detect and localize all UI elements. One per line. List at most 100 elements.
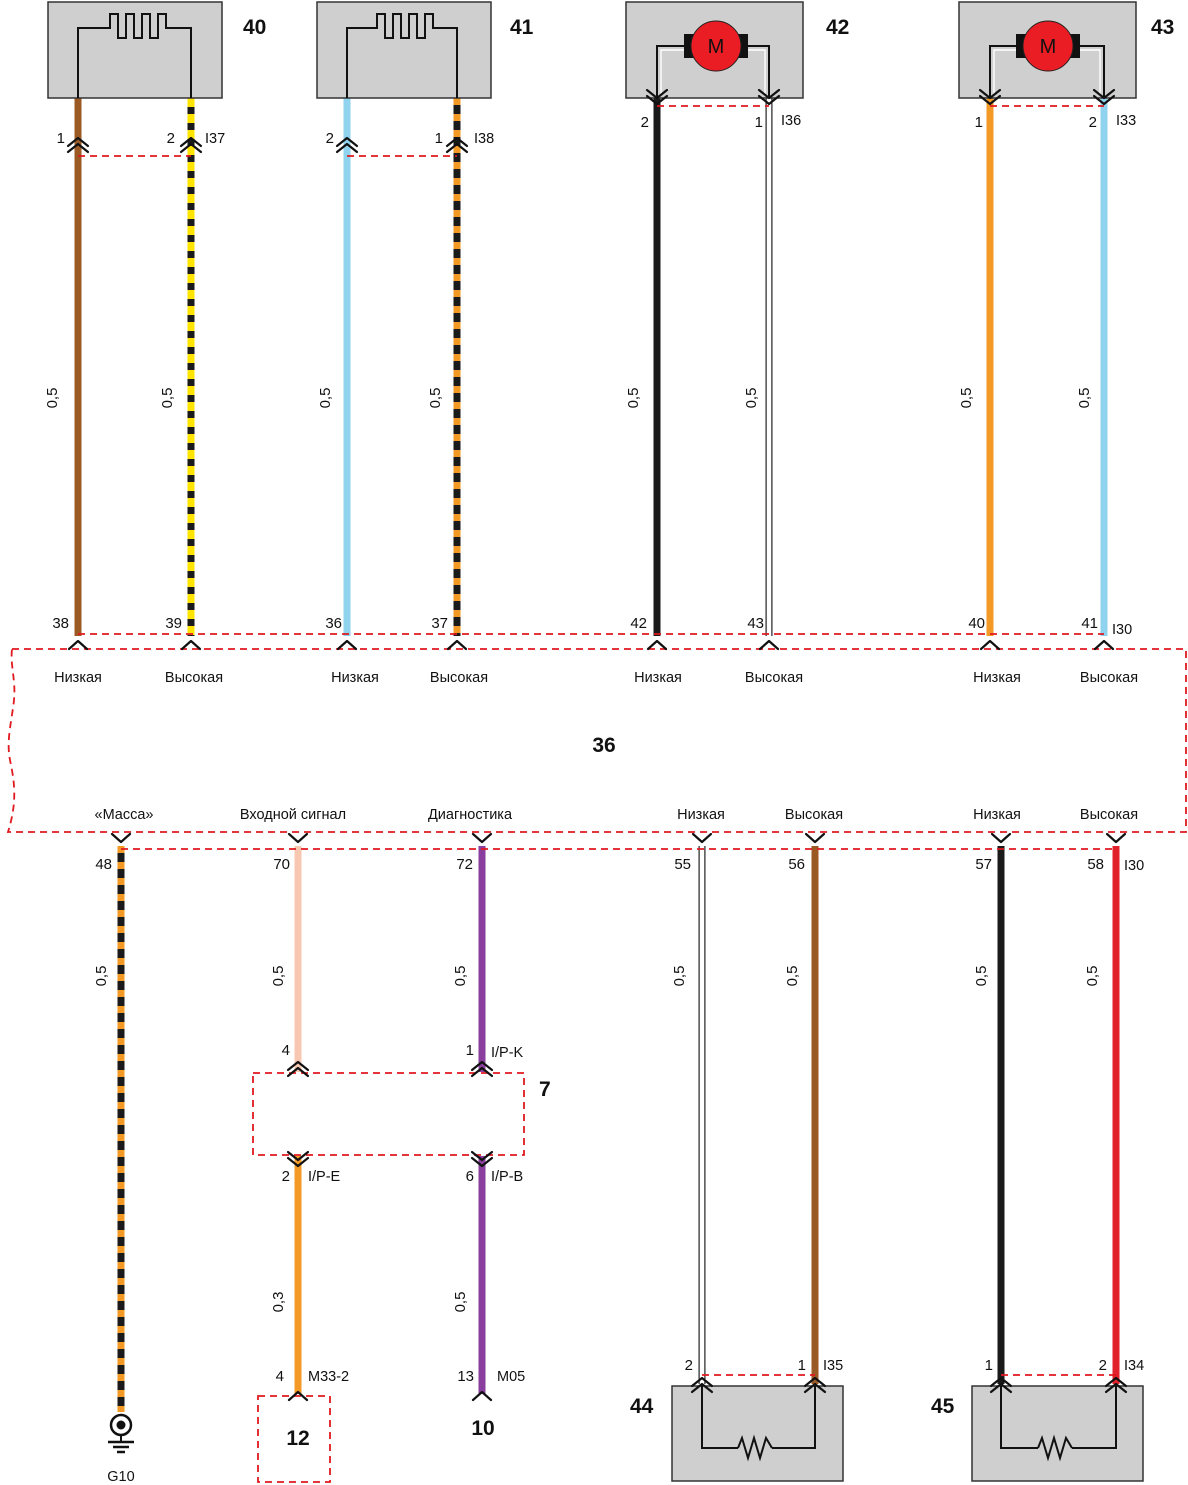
wire-gauge: 0,5 bbox=[973, 966, 990, 987]
wire-gauge: 0,5 bbox=[784, 966, 801, 987]
pin-36-39 bbox=[180, 639, 202, 651]
resistor-leads bbox=[1000, 1386, 1117, 1449]
pin-41-1 bbox=[445, 136, 469, 154]
pin-7-2 bbox=[286, 1150, 310, 1168]
pin-40-2 bbox=[179, 136, 203, 154]
pin-number: 55 bbox=[674, 856, 691, 873]
component-number-7: 7 bbox=[539, 1078, 551, 1101]
component-number-10: 10 bbox=[471, 1417, 494, 1440]
pin-36-48 bbox=[110, 832, 132, 844]
ground-terminal-core bbox=[116, 1420, 126, 1430]
pin-number: 6 bbox=[466, 1168, 474, 1185]
resistor-leads bbox=[701, 1386, 816, 1449]
pin-label-high: Высокая bbox=[165, 670, 223, 686]
resistor-icon bbox=[737, 1434, 773, 1462]
wire-gauge: 0,5 bbox=[427, 388, 444, 409]
component-number-42: 42 bbox=[826, 16, 849, 39]
component-44-box bbox=[671, 1385, 844, 1482]
pin-42-2 bbox=[645, 88, 669, 106]
pin-number: 2 bbox=[641, 114, 649, 131]
heater-icon bbox=[77, 13, 192, 98]
component-44 bbox=[671, 1385, 844, 1482]
pin-label-diagnostics: Диагностика bbox=[428, 807, 513, 823]
pin-7-4 bbox=[286, 1060, 310, 1078]
wire-gauge: 0,5 bbox=[270, 966, 287, 987]
pin-number: 57 bbox=[975, 856, 992, 873]
component-numbers: 40 41 42 43 36 7 12 10 44 45 bbox=[243, 16, 1174, 1450]
pin-number: 1 bbox=[57, 130, 65, 147]
component-41-box bbox=[316, 1, 492, 99]
module-36-outline bbox=[6, 648, 1187, 833]
pin-label-ground: «Масса» bbox=[95, 807, 154, 823]
motor-icon bbox=[690, 20, 742, 72]
connector-code-i36: I36 bbox=[781, 113, 801, 129]
motor-icon bbox=[1022, 20, 1074, 72]
wire-gauge: 0,5 bbox=[743, 388, 760, 409]
pin-number: 1 bbox=[466, 1042, 474, 1059]
module-36-labels: Низкая Высокая Низкая Высокая Низкая Выс… bbox=[54, 670, 1138, 823]
ground-g10: G10 bbox=[107, 1413, 135, 1485]
pin-glyphs bbox=[66, 88, 1128, 1402]
pin-42-1 bbox=[757, 88, 781, 106]
pin-43-1 bbox=[978, 88, 1002, 106]
pin-label-high: Высокая bbox=[745, 670, 803, 686]
pin-36-72 bbox=[471, 832, 493, 844]
pin-number: 56 bbox=[788, 856, 805, 873]
connector-code-i33: I33 bbox=[1116, 113, 1136, 129]
component-40 bbox=[47, 1, 223, 99]
motor-leads bbox=[989, 45, 1105, 98]
connector-code-i30-bottom: I30 bbox=[1124, 858, 1144, 874]
motor-leads bbox=[656, 45, 770, 98]
connector-code-i37: I37 bbox=[205, 131, 225, 147]
pin-7-6 bbox=[470, 1150, 494, 1168]
pin-number: 2 bbox=[1089, 114, 1097, 131]
pin-number: 13 bbox=[457, 1368, 474, 1385]
pin-40-1 bbox=[66, 136, 90, 154]
pin-12-4 bbox=[287, 1390, 309, 1402]
wire-gauge: 0,5 bbox=[625, 388, 642, 409]
component-number-40: 40 bbox=[243, 16, 266, 39]
pin-number: 1 bbox=[755, 114, 763, 131]
connector-code-m33-2: M33-2 bbox=[308, 1369, 349, 1385]
pin-number: 42 bbox=[630, 615, 647, 632]
wire-gauge: 0,5 bbox=[671, 966, 688, 987]
pin-36-42 bbox=[646, 639, 668, 651]
pin-number: 72 bbox=[456, 856, 473, 873]
pin-label-low: Низкая bbox=[54, 670, 102, 686]
ground-code: G10 bbox=[107, 1469, 134, 1485]
pin-number: 1 bbox=[435, 130, 443, 147]
pin-36-57 bbox=[990, 832, 1012, 844]
pin-label-low: Низкая bbox=[973, 807, 1021, 823]
connector-code-i34: I34 bbox=[1124, 1358, 1144, 1374]
component-number-45: 45 bbox=[931, 1395, 955, 1418]
pin-number: 1 bbox=[975, 114, 983, 131]
pin-number: 36 bbox=[325, 615, 342, 632]
wire-gauge: 0,5 bbox=[452, 966, 469, 987]
pin-44-1 bbox=[803, 1376, 827, 1394]
pin-label-low: Низкая bbox=[634, 670, 682, 686]
pin-label-high: Высокая bbox=[1080, 670, 1138, 686]
pin-number: 2 bbox=[167, 130, 175, 147]
pin-number: 2 bbox=[685, 1357, 693, 1374]
component-number-41: 41 bbox=[510, 16, 534, 39]
connector-codes: I37 I38 I36 I33 I30 I30 I/P-K I/P-E I/P-… bbox=[205, 113, 1144, 1385]
pin-45-1 bbox=[989, 1376, 1013, 1394]
wire-gauge: 0,5 bbox=[958, 388, 975, 409]
pin-36-55 bbox=[691, 832, 713, 844]
pin-36-58 bbox=[1105, 832, 1127, 844]
wires bbox=[74, 98, 1120, 1412]
heater-icon bbox=[346, 13, 458, 98]
pin-45-2 bbox=[1104, 1376, 1128, 1394]
pin-label-high: Высокая bbox=[785, 807, 843, 823]
pin-36-70 bbox=[287, 832, 309, 844]
wire-gauge: 0,3 bbox=[270, 1292, 287, 1313]
pin-number: 40 bbox=[968, 615, 985, 632]
component-45-box bbox=[971, 1385, 1144, 1482]
component-43: M bbox=[958, 1, 1137, 99]
pin-number: 1 bbox=[985, 1357, 993, 1374]
pin-number: 2 bbox=[326, 130, 334, 147]
pin-36-38 bbox=[67, 639, 89, 651]
pin-number: 39 bbox=[165, 615, 182, 632]
wire-gauge: 0,5 bbox=[159, 388, 176, 409]
